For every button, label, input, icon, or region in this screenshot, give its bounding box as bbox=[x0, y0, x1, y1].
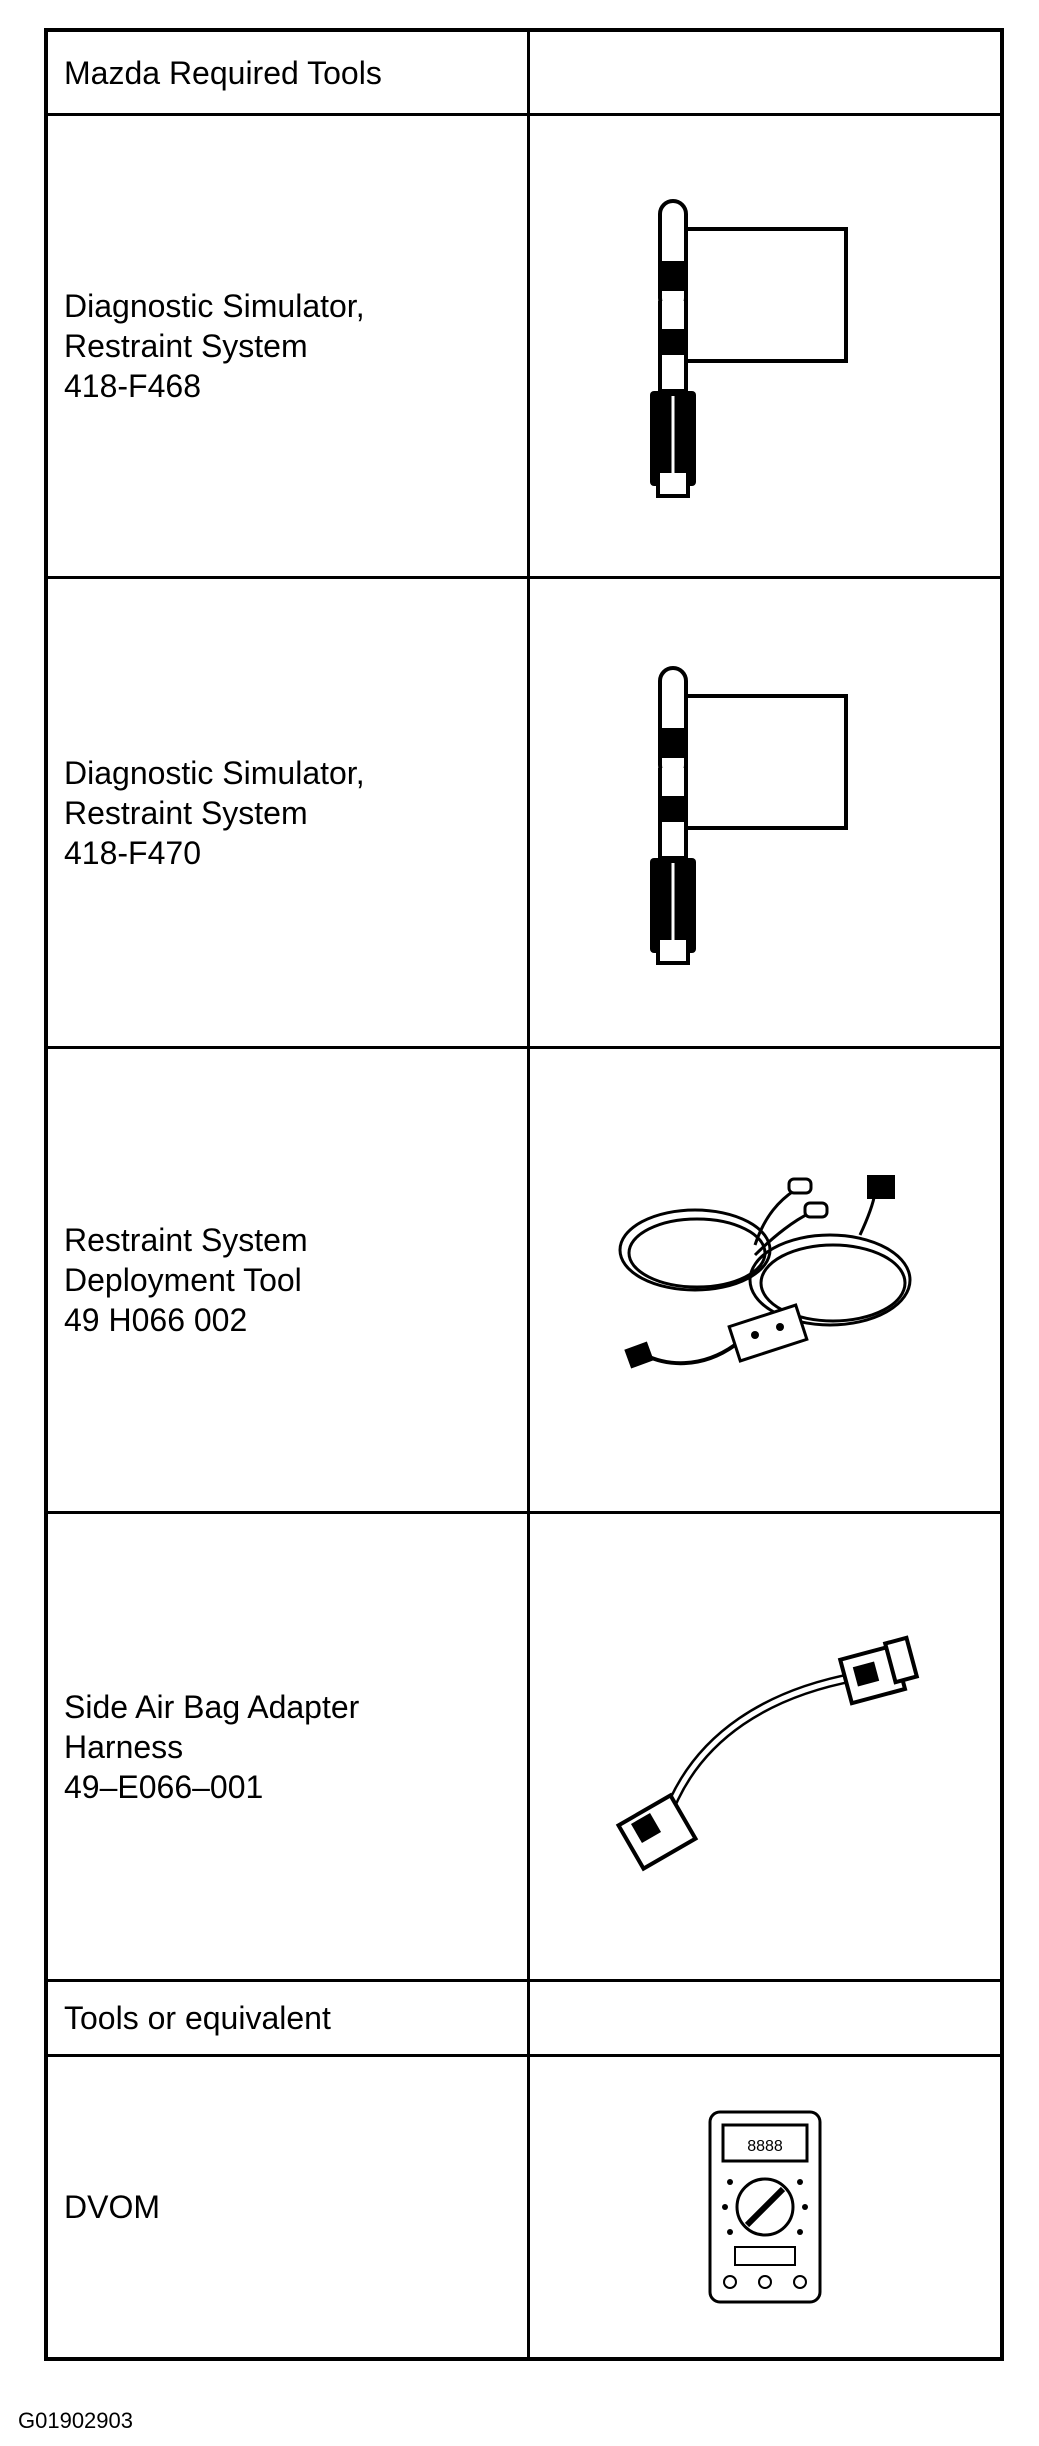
tools-table: Mazda Required Tools Diagnostic Simulato… bbox=[44, 28, 1004, 2361]
tool-image-cell bbox=[530, 116, 1000, 576]
tool-image-cell bbox=[530, 1049, 1000, 1511]
table-row: DVOM 8888 bbox=[48, 2057, 1000, 2357]
table-header-empty-cell bbox=[530, 1982, 1000, 2054]
table-header-label: Mazda Required Tools bbox=[48, 32, 530, 113]
table-header-row: Tools or equivalent bbox=[48, 1982, 1000, 2057]
table-row: Diagnostic Simulator, Restraint System 4… bbox=[48, 579, 1000, 1049]
diagnostic-simulator-icon bbox=[650, 665, 848, 965]
table-row: Restraint System Deployment Tool 49 H066… bbox=[48, 1049, 1000, 1514]
tool-description: DVOM bbox=[48, 2057, 530, 2357]
table-header-label: Tools or equivalent bbox=[48, 1982, 530, 2054]
tool-description: Restraint System Deployment Tool 49 H066… bbox=[48, 1049, 530, 1511]
adapter-harness-icon bbox=[615, 1634, 920, 1871]
table-row: Diagnostic Simulator, Restraint System 4… bbox=[48, 116, 1000, 579]
tool-description: Diagnostic Simulator, Restraint System 4… bbox=[48, 579, 530, 1046]
tool-image-cell: 8888 bbox=[530, 2057, 1000, 2357]
tool-image-cell bbox=[530, 579, 1000, 1046]
multimeter-icon: 8888 bbox=[708, 2110, 822, 2304]
svg-text:8888: 8888 bbox=[747, 2138, 783, 2155]
tool-description: Diagnostic Simulator, Restraint System 4… bbox=[48, 116, 530, 576]
deployment-tool-icon bbox=[618, 1175, 912, 1369]
table-row: Side Air Bag Adapter Harness 49–E066–001 bbox=[48, 1514, 1000, 1982]
diagnostic-simulator-icon bbox=[650, 199, 848, 498]
table-header-empty-cell bbox=[530, 32, 1000, 113]
tool-description: Side Air Bag Adapter Harness 49–E066–001 bbox=[48, 1514, 530, 1979]
table-header-row: Mazda Required Tools bbox=[48, 32, 1000, 116]
tool-image-cell bbox=[530, 1514, 1000, 1979]
figure-id: G01902903 bbox=[18, 2408, 133, 2433]
